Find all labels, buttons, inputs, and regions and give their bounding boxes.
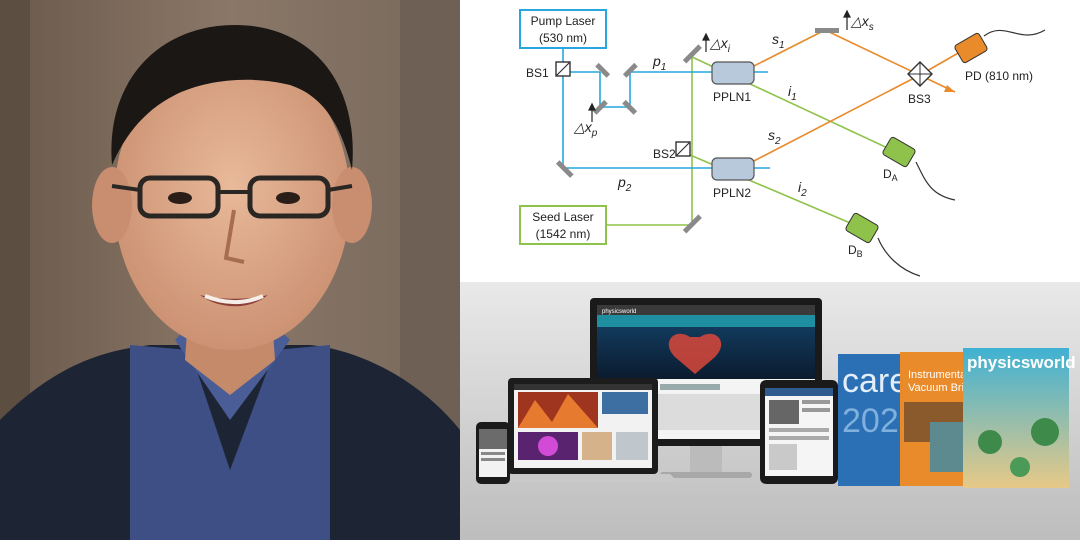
magazine-instrumentation-title: Instrumentati [908,369,972,381]
detector-da [882,136,956,201]
detector-pd [954,29,1046,64]
label-pd: PD (810 nm) [965,69,1033,83]
label-p1: p1 [652,53,666,73]
portrait-photo [0,0,460,540]
label-p2: p2 [617,174,632,194]
label-s1: s1 [772,31,785,51]
phone [476,422,510,484]
magazine-instrumentation-subtitle: Vacuum Bri [908,382,964,394]
label-ppln2: PPLN2 [713,186,751,200]
label-dxp: △xp [573,119,598,139]
magazine-careers-year: 202 [842,402,899,440]
label-bs3: BS3 [908,92,931,106]
label-s2: s2 [768,127,781,147]
label-bs1: BS1 [526,66,549,80]
optical-setup-svg: Pump Laser (530 nm) Seed Laser (1542 nm) [519,9,1046,277]
magazine-physicsworld: physicsworld [963,348,1076,488]
devices-promo: physicsworld [460,282,1080,540]
seed-laser-wavelength: (1542 nm) [536,227,591,241]
label-dxi: △xi [709,35,731,55]
magazine-physicsworld-title: physicsworld [967,353,1076,372]
optical-setup-diagram: Pump Laser (530 nm) Seed Laser (1542 nm) [460,0,1080,282]
seed-laser-title: Seed Laser [532,210,593,224]
beam-splitter-3 [907,61,933,87]
devices-illustration: physicsworld [460,282,1080,540]
label-dxs: △xs [850,13,874,33]
laptop [488,378,678,482]
pump-laser-title: Pump Laser [531,14,596,28]
label-i2: i2 [798,179,807,199]
label-ppln1: PPLN1 [713,90,751,104]
label-db: DB [848,243,863,259]
pump-laser-wavelength: (530 nm) [539,31,587,45]
tablet [760,380,838,484]
label-da: DA [883,167,898,183]
monitor-site-label: physicsworld [602,309,636,315]
ppln2-crystal [711,157,755,181]
label-bs2: BS2 [653,147,676,161]
detector-db [845,212,921,277]
ppln1-crystal [711,61,755,85]
portrait-illustration [0,0,460,540]
label-i1: i1 [788,83,797,103]
magazine-careers-title: care [842,362,908,400]
